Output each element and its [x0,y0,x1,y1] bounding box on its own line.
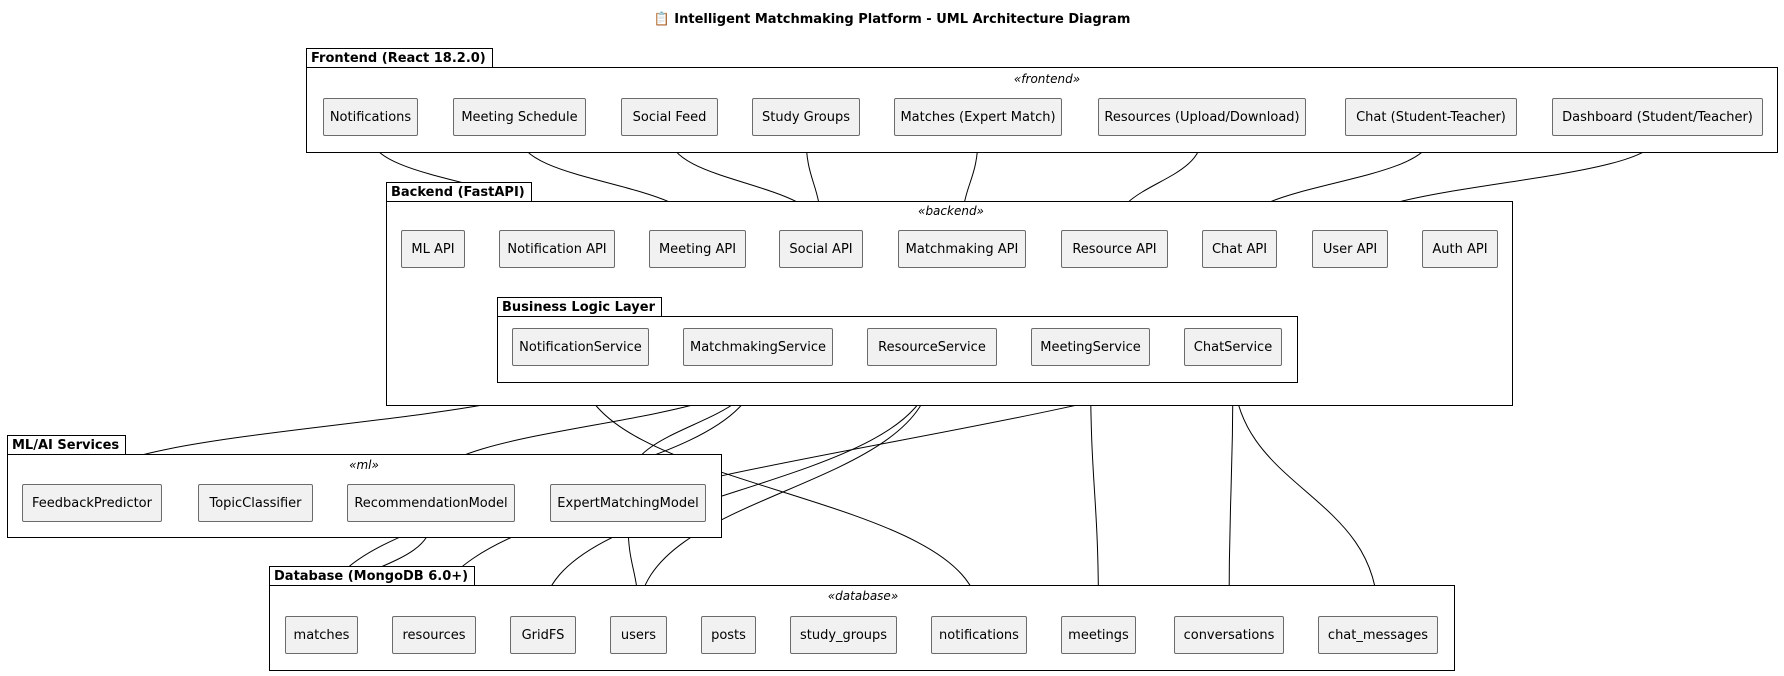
node-notifications[interactable]: Notifications [323,98,418,136]
node-meeting-api[interactable]: Meeting API [649,230,746,268]
stereotype-database: «database» [827,589,899,603]
node-db-study-groups[interactable]: study_groups [790,616,897,654]
node-social-api[interactable]: Social API [779,230,863,268]
node-chat-api[interactable]: Chat API [1202,230,1277,268]
node-db-matches[interactable]: matches [285,616,358,654]
node-matches-expert-match[interactable]: Matches (Expert Match) [894,98,1062,136]
node-resources-upload-download[interactable]: Resources (Upload/Download) [1098,98,1306,136]
package-tab-business-logic: Business Logic Layer [497,297,662,316]
node-meeting-service[interactable]: MeetingService [1031,328,1150,366]
node-feedback-predictor[interactable]: FeedbackPredictor [22,484,162,522]
node-db-users[interactable]: users [610,616,667,654]
node-db-meetings[interactable]: meetings [1061,616,1136,654]
node-chat-student-teacher[interactable]: Chat (Student-Teacher) [1345,98,1517,136]
node-db-gridfs[interactable]: GridFS [510,616,576,654]
package-tab-backend: Backend (FastAPI) [386,182,532,201]
node-db-conversations[interactable]: conversations [1174,616,1284,654]
node-db-posts[interactable]: posts [701,616,756,654]
node-matchmaking-service[interactable]: MatchmakingService [683,328,833,366]
clipboard-icon: 📋 [653,12,670,27]
node-ml-api[interactable]: ML API [401,230,465,268]
package-tab-ml: ML/AI Services [7,435,127,454]
node-matchmaking-api[interactable]: Matchmaking API [898,230,1026,268]
stereotype-ml: «ml» [349,458,379,472]
package-tab-frontend: Frontend (React 18.2.0) [306,48,493,67]
node-db-chat-messages[interactable]: chat_messages [1318,616,1438,654]
node-db-notifications[interactable]: notifications [931,616,1027,654]
node-dashboard-student-teacher[interactable]: Dashboard (Student/Teacher) [1552,98,1763,136]
diagram-title: 📋 Intelligent Matchmaking Platform - UML… [0,12,1784,27]
diagram-title-text: Intelligent Matchmaking Platform - UML A… [674,12,1131,27]
node-topic-classifier[interactable]: TopicClassifier [198,484,313,522]
node-db-resources[interactable]: resources [392,616,476,654]
stereotype-frontend: «frontend» [1013,72,1081,86]
node-recommendation-model[interactable]: RecommendationModel [347,484,515,522]
node-auth-api[interactable]: Auth API [1422,230,1498,268]
node-user-api[interactable]: User API [1312,230,1388,268]
package-tab-database: Database (MongoDB 6.0+) [269,566,476,585]
node-resource-service[interactable]: ResourceService [867,328,997,366]
node-resource-api[interactable]: Resource API [1061,230,1168,268]
node-notification-api[interactable]: Notification API [499,230,615,268]
node-social-feed[interactable]: Social Feed [621,98,718,136]
node-expert-matching-model[interactable]: ExpertMatchingModel [550,484,706,522]
node-study-groups[interactable]: Study Groups [752,98,860,136]
node-meeting-schedule[interactable]: Meeting Schedule [453,98,586,136]
node-chat-service[interactable]: ChatService [1184,328,1282,366]
node-notification-service[interactable]: NotificationService [512,328,649,366]
stereotype-backend: «backend» [918,204,984,218]
